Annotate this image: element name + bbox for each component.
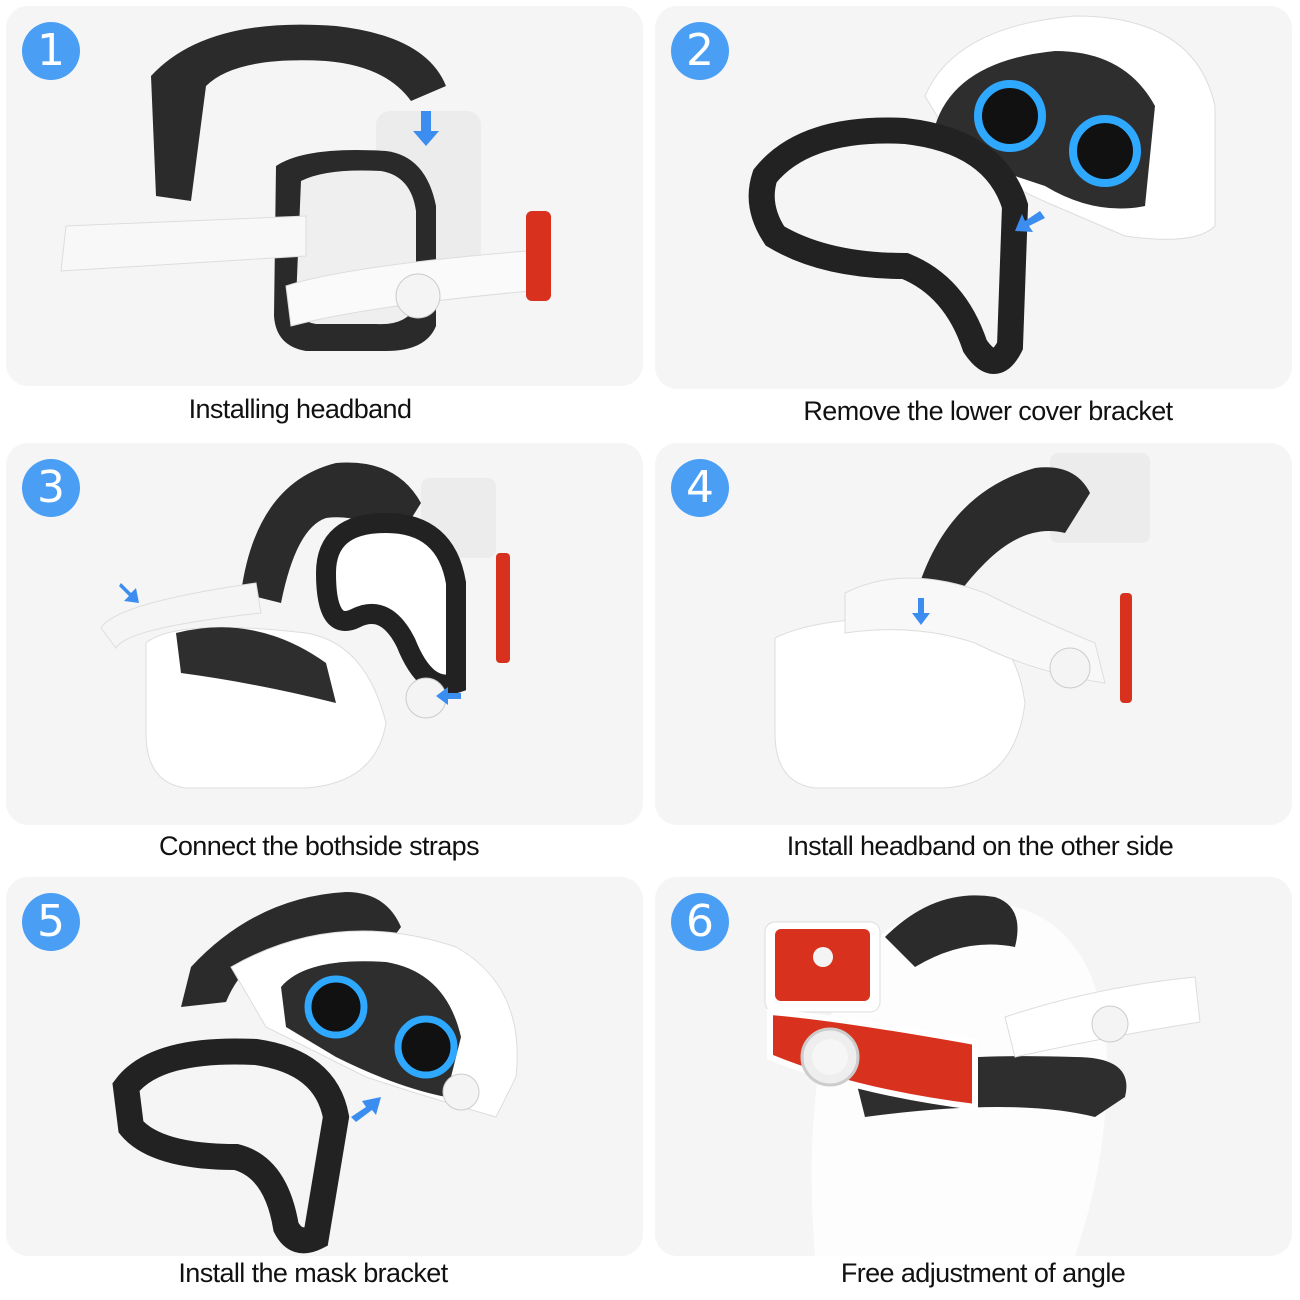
step-number-badge: 3 — [22, 459, 80, 517]
headband-other-side-illustration — [774, 453, 1150, 789]
arrow-down-left-icon — [1015, 211, 1045, 232]
angle-adjustment-illustration — [764, 895, 1201, 1256]
step-panel-6: 6 — [655, 877, 1292, 1256]
step-panel-3: 3 — [6, 443, 643, 825]
arrow-down-right-icon — [119, 583, 139, 603]
arrow-down-icon — [413, 111, 439, 146]
remove-cover-illustration — [748, 15, 1216, 374]
step-number-badge: 1 — [22, 22, 80, 80]
step-caption: Connect the bothside straps — [158, 831, 480, 861]
step-caption: Installing headband — [188, 394, 412, 424]
step-number-badge: 2 — [671, 22, 729, 80]
arrow-up-right-icon — [351, 1097, 381, 1122]
step-caption: Install the mask bracket — [178, 1258, 448, 1288]
step-caption: Remove the lower cover bracket — [803, 396, 1173, 426]
step-panel-5: 5 — [6, 877, 643, 1256]
mask-bracket-illustration — [112, 892, 518, 1254]
step-number-badge: 4 — [671, 459, 729, 517]
step-panel-2: 2 — [655, 6, 1292, 389]
arrow-down-icon — [912, 598, 930, 625]
step-caption: Free adjustment of angle — [840, 1258, 1126, 1288]
step-panel-4: 4 — [655, 443, 1292, 825]
arrow-left-icon — [436, 687, 461, 705]
step-number-badge: 6 — [671, 893, 729, 951]
step-number-badge: 5 — [22, 893, 80, 951]
connect-straps-illustration — [100, 462, 510, 789]
headband-installation-illustration — [60, 24, 551, 351]
step-panel-1: 1 — [6, 6, 643, 386]
step-caption: Install headband on the other side — [786, 831, 1174, 861]
